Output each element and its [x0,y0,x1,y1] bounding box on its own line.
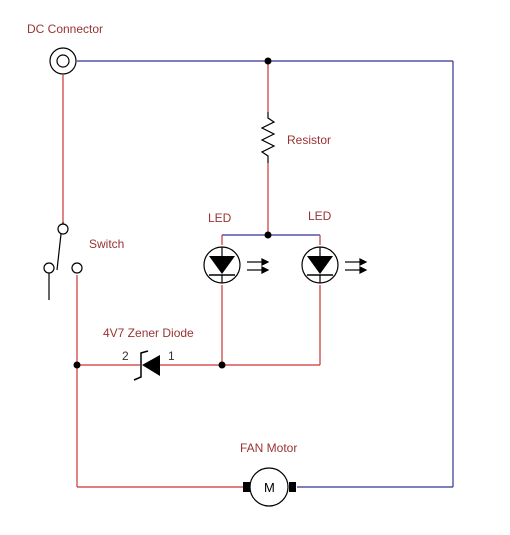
junction-dots [73,57,272,369]
junction-switch-zener [73,361,81,369]
motor-left-terminal [243,482,250,492]
switch-symbol [43,222,83,300]
zener-cathode-bar [133,350,149,381]
led-right [301,246,368,284]
led-left [203,246,270,284]
motor-label: FAN Motor [240,441,297,455]
junction-led-bus [264,231,272,239]
led-left-label: LED [208,211,232,225]
led-right-label: LED [308,209,332,223]
switch-left-terminal [43,262,55,274]
dc-connector [49,47,77,75]
switch-top-terminal [57,223,69,235]
zener-triangle [142,355,160,376]
junction-top [264,57,272,65]
switch-label: Switch [89,237,124,251]
led-right-emission-arrows [345,258,368,274]
zener-diode [133,350,160,381]
dc-connector-inner-ring [56,54,70,68]
motor-right-terminal [289,482,296,492]
dc-connector-label: DC Connector [27,22,103,36]
wires-red [62,61,321,488]
led-right-triangle [307,256,333,274]
zener-pin-1-label: 1 [168,349,175,363]
led-left-triangle [209,256,235,274]
led-left-emission-arrows [247,258,270,274]
zener-pin-2-label: 2 [122,349,129,363]
wires-blue [77,60,454,488]
junction-led-left-bottom [218,361,226,369]
switch-blade [56,233,62,271]
resistor-symbol [260,112,276,163]
zener-label: 4V7 Zener Diode [103,326,194,340]
fan-motor: M [243,467,296,507]
motor-body [249,467,289,507]
motor-symbol: M [264,480,275,495]
switch-right-terminal [71,262,83,274]
resistor-label: Resistor [287,133,331,147]
